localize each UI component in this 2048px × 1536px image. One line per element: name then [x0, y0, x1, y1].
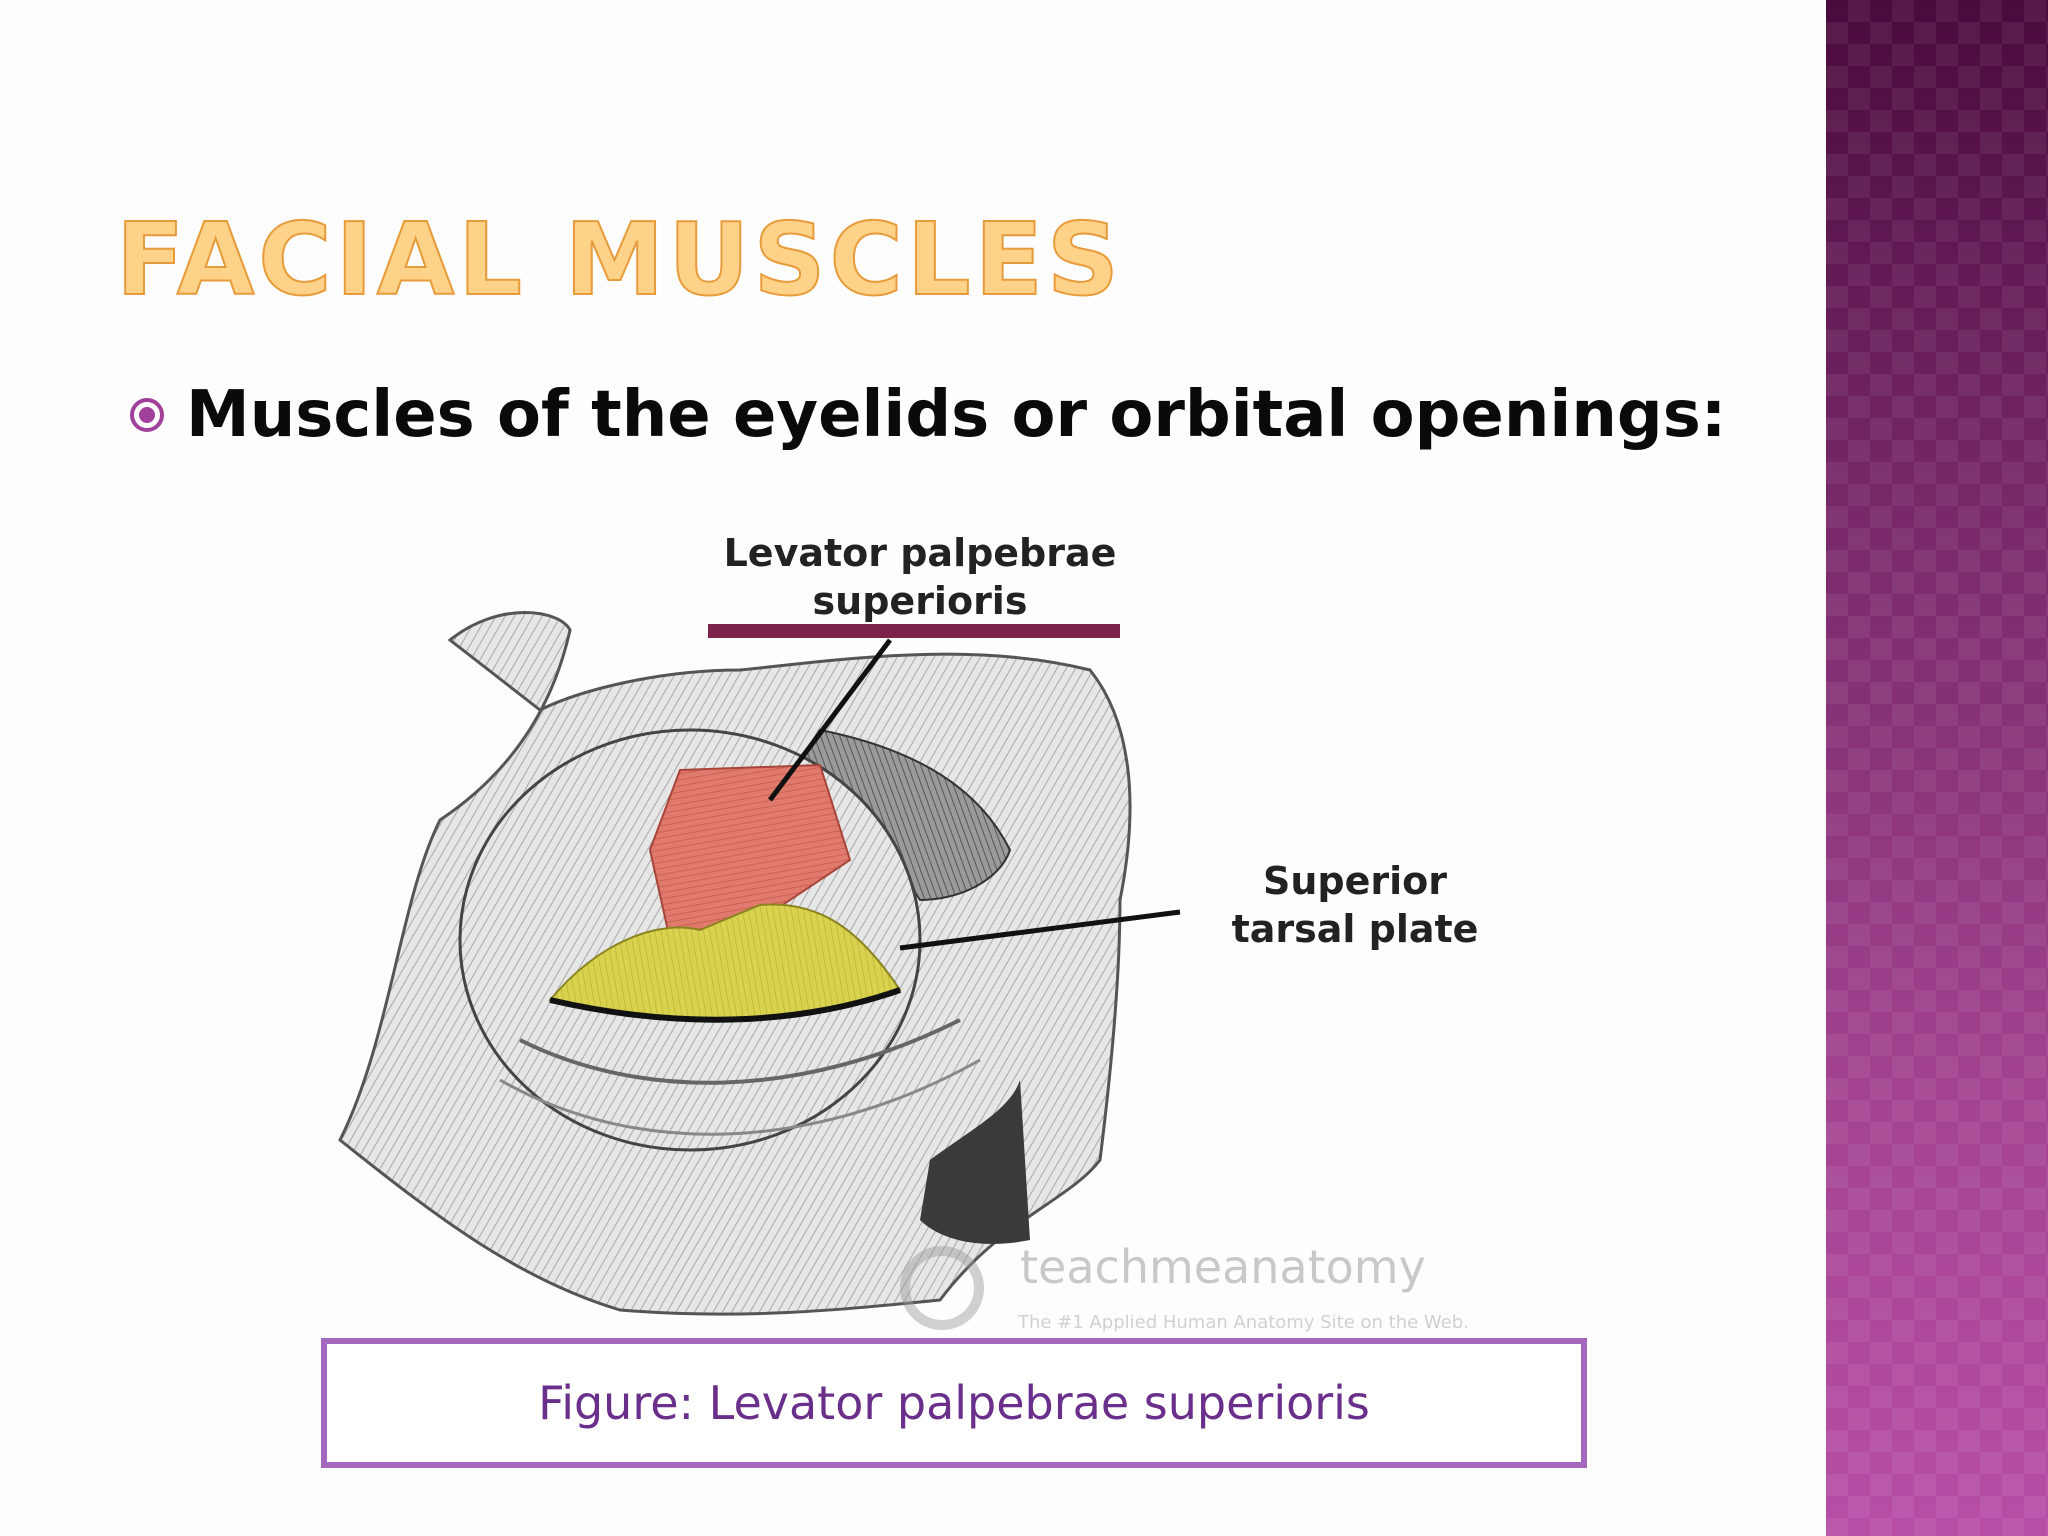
- lower-lid-curve: [519, 1018, 961, 1085]
- figure-caption-box: Figure: Levator palpebrae superioris: [321, 1338, 1587, 1468]
- label-underline: [708, 624, 1120, 638]
- watermark-tagline: The #1 Applied Human Anatomy Site on the…: [1018, 1312, 1469, 1333]
- copyright-icon: [900, 1246, 984, 1330]
- orbit-lower-shadow: [920, 1080, 1030, 1244]
- eyelid-margin: [549, 987, 901, 1023]
- watermark: teachmeanatomy The #1 Applied Human Anat…: [900, 1240, 1540, 1350]
- slide-title: FACIAL MUSCLES: [115, 201, 1123, 318]
- decorative-side-band: [1826, 0, 2048, 1536]
- eye-anatomy-illustration: [338, 611, 1181, 1316]
- bullet-item: Muscles of the eyelids or orbital openin…: [128, 378, 1726, 452]
- watermark-name: teachmeanatomy: [1020, 1240, 1426, 1294]
- radio-bullet-icon: [130, 398, 164, 432]
- levator-leader-line: [768, 638, 892, 802]
- figure-caption: Figure: Levator palpebrae superioris: [538, 1376, 1370, 1430]
- label-levator-palpebrae: Levator palpebrae superioris: [723, 531, 1117, 623]
- tarsal-leader-line: [899, 909, 1181, 951]
- bullet-text: Muscles of the eyelids or orbital openin…: [186, 378, 1727, 452]
- side-band-pattern: [1826, 0, 2048, 1536]
- lower-lid-curve-2: [499, 1058, 981, 1136]
- label-superior-tarsal-plate: Superior tarsal plate: [1231, 859, 1479, 951]
